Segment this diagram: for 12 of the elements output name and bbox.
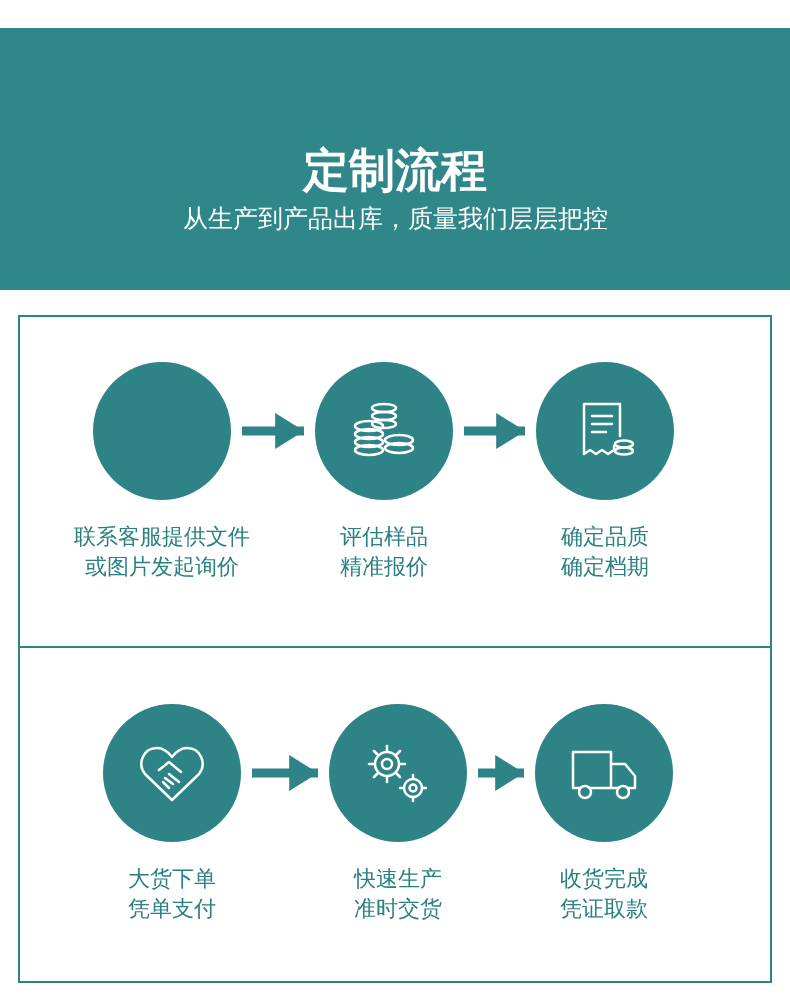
arrow [242,413,304,449]
subtitle: 从生产到产品出库，质量我们层层把控 [181,203,609,235]
step-label: 大货下单凭单支付 [127,865,217,923]
title: 定制流程 [301,142,488,199]
arrow [252,755,318,791]
step-label: 收货完成凭证取款 [559,865,649,923]
arrow [478,755,524,791]
arrow [464,413,525,449]
step-label: 联系客服提供文件或图片发起询价 [73,523,251,581]
step-label: 确定品质确定档期 [560,523,650,581]
step-label: 评估样品精准报价 [339,523,429,581]
step-label: 快速生产准时交货 [352,865,443,923]
